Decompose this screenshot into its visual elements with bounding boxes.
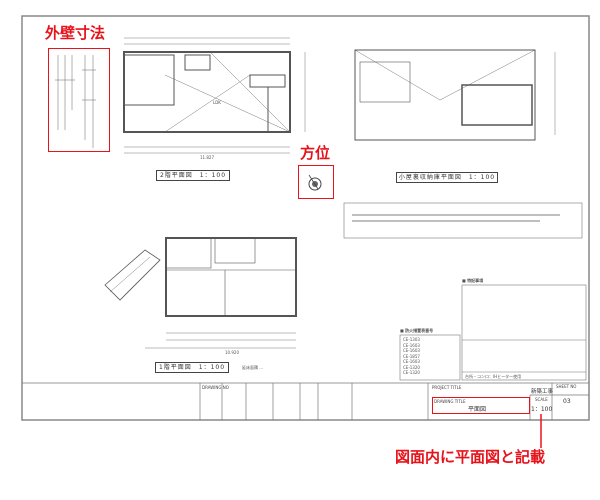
fire-item: CE-1603	[403, 348, 420, 353]
orientation-label: 方位	[300, 144, 331, 162]
ldk-label: LDK	[213, 100, 221, 105]
fire-item: CE-1320	[403, 364, 420, 370]
attic-title: 小屋裏収納庫平面図 1：100	[396, 172, 498, 183]
special-notes-title: ■ 特記事項	[462, 278, 484, 283]
fire-item: CE-1603	[403, 359, 420, 364]
fire-table-title: ■ 防火措置表番号	[400, 328, 434, 333]
sheet-no-label: SHEET NO	[556, 384, 577, 389]
orientation-highlight	[298, 165, 334, 199]
scale-value: 1：100	[531, 406, 553, 413]
exterior-dimension-lines	[55, 55, 96, 148]
fire-item: CE-1857	[403, 353, 420, 359]
stove-note: 台所・コンロ：IHヒーター使用	[465, 374, 522, 379]
drawing-title-label: DRAWING TITLE	[434, 399, 466, 404]
compass-icon	[308, 174, 322, 191]
drawing-title-note: 図面内に平面図と記載	[395, 448, 546, 466]
first-floor-title: 1階平面図 1：100	[155, 362, 229, 373]
fire-item: CE-1603	[403, 342, 420, 348]
exterior-dimensions-highlight	[48, 48, 110, 152]
drawing-no-label: DRAWING NO	[202, 385, 229, 390]
drawing-title-highlight	[432, 397, 530, 414]
first-floor-total-dim: 10.920	[225, 350, 239, 355]
second-floor-total-dim: 11.827	[200, 155, 214, 160]
second-floor-title: 2階平面図 1：100	[156, 170, 230, 181]
title-block-lines	[22, 382, 589, 420]
exterior-dimensions-label: 外壁寸法	[45, 24, 106, 42]
drawing-title: 平面図	[468, 406, 487, 413]
scale-label: SCALE	[535, 397, 548, 402]
area-note: 延床面積 ...	[242, 365, 264, 370]
sheet-no: 03	[563, 398, 571, 405]
first-floor-plan	[104, 237, 297, 349]
fire-item: CE-1320	[403, 370, 420, 375]
second-floor-plan	[123, 37, 306, 154]
fire-items-list: CE-1303 CE-1603 CE-1603 CE-1857 CE-1603 …	[403, 337, 420, 376]
project-type: 新築工事	[531, 389, 554, 395]
attic-plan	[354, 49, 556, 141]
fire-item: CE-1303	[403, 337, 420, 342]
project-title-label: PROJECT TITLE	[432, 385, 462, 390]
